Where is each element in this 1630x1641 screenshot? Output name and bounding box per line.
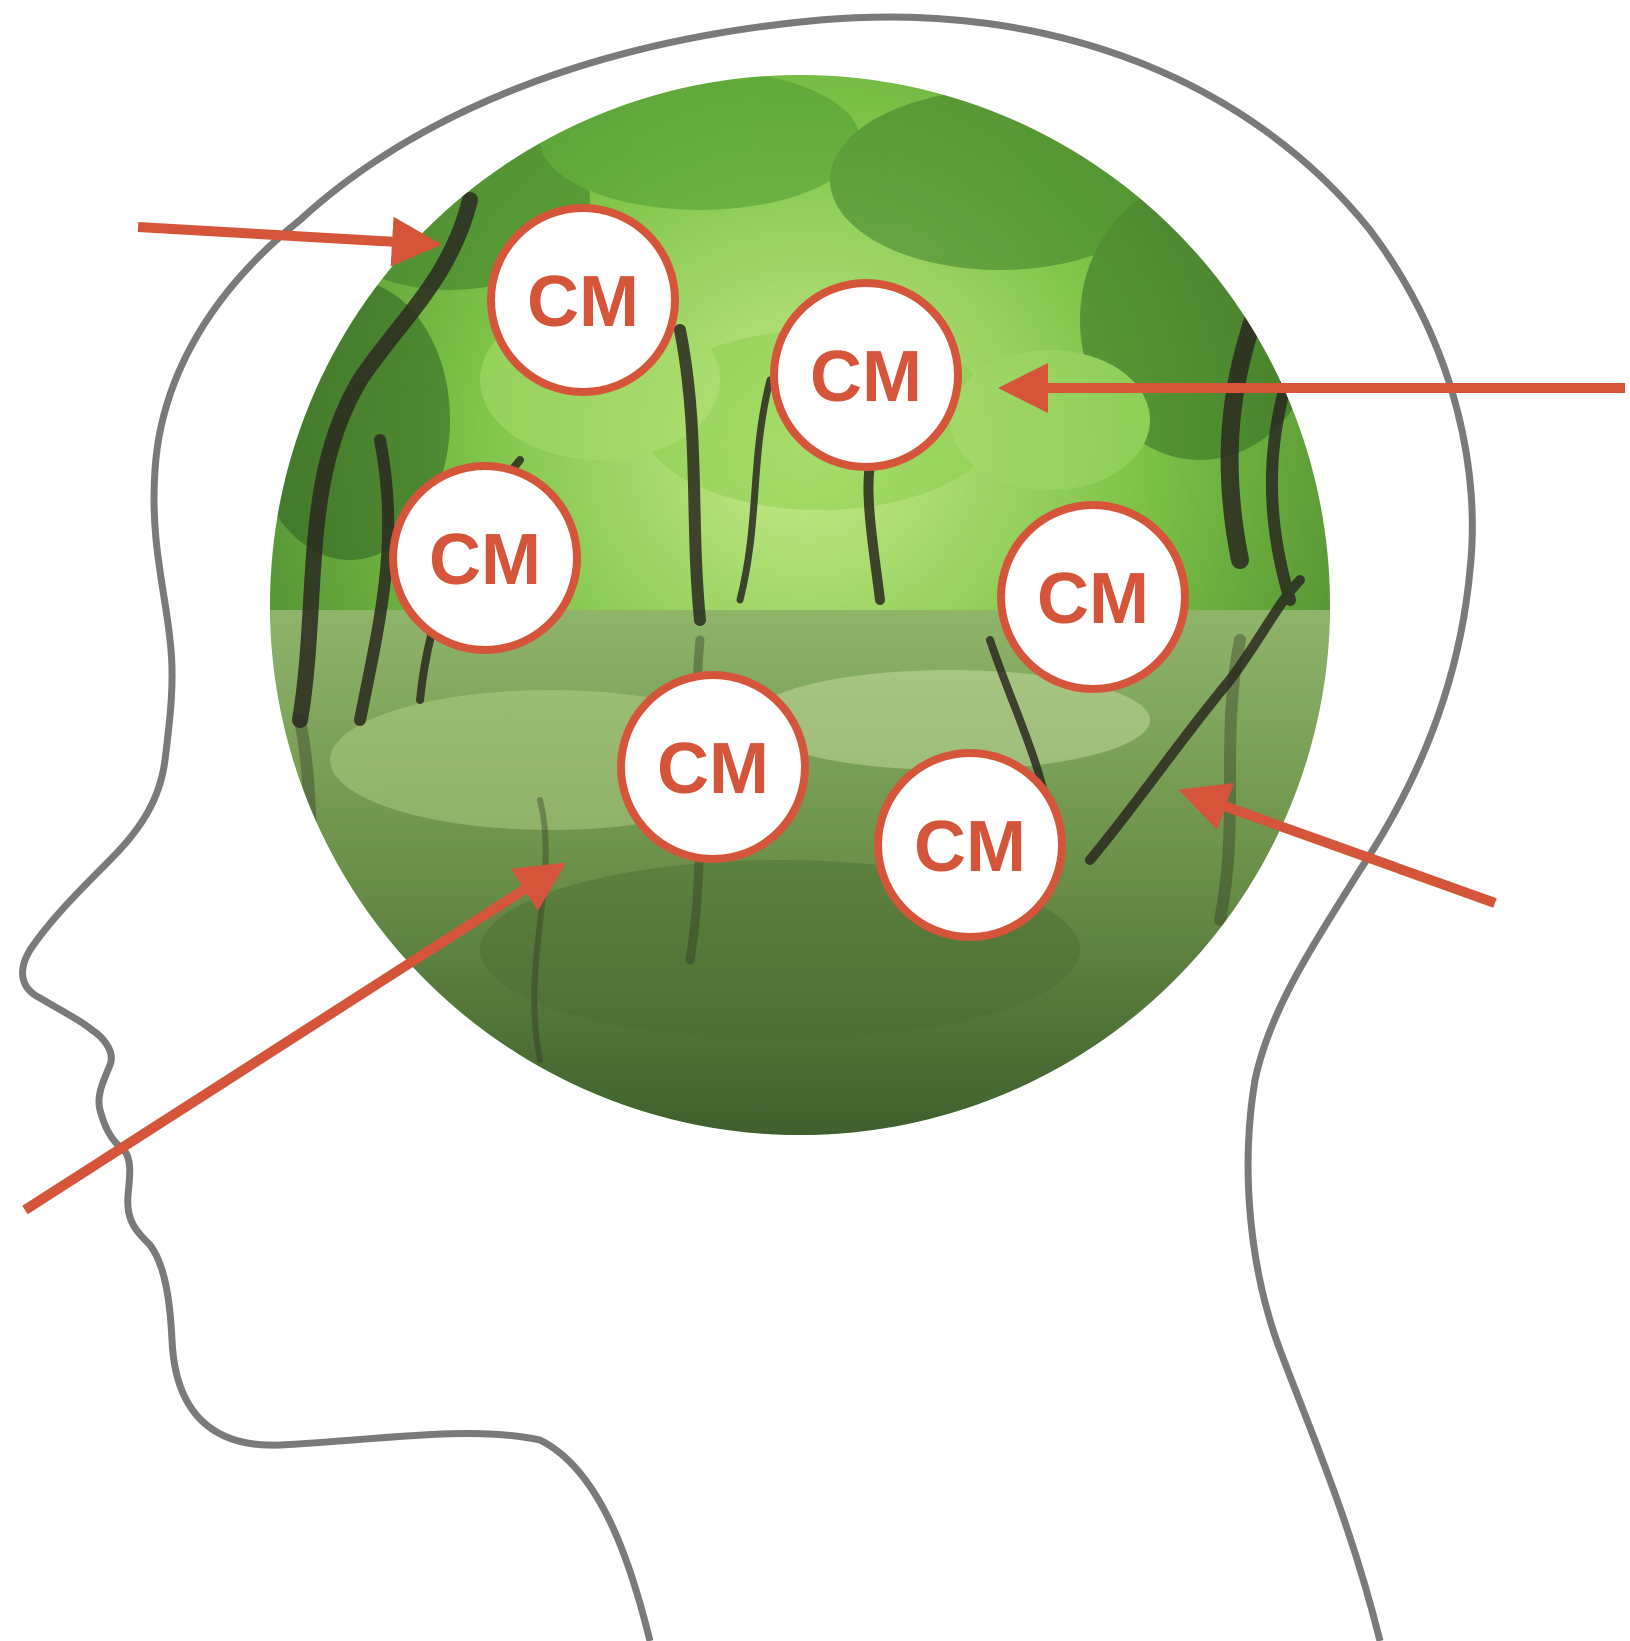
cm-label: CM [657,729,769,809]
cm-label: CM [810,337,922,417]
cm-badge-3: CM [389,462,581,654]
arrow-from-left-top [137,216,442,267]
cm-badge-4: CM [997,501,1189,693]
cm-badge-1: CM [487,204,679,396]
cm-badge-5: CM [617,671,809,863]
head-silhouette-icon [19,13,1476,1641]
arrow-from-left-bottom [22,862,567,1215]
cm-badge-6: CM [874,749,1066,941]
arrow-from-right-bottom [1178,782,1497,908]
cm-label: CM [914,807,1026,887]
cm-label: CM [429,520,541,600]
cm-label: CM [527,262,639,342]
cm-label: CM [1037,559,1149,639]
cm-badge-2: CM [770,279,962,471]
